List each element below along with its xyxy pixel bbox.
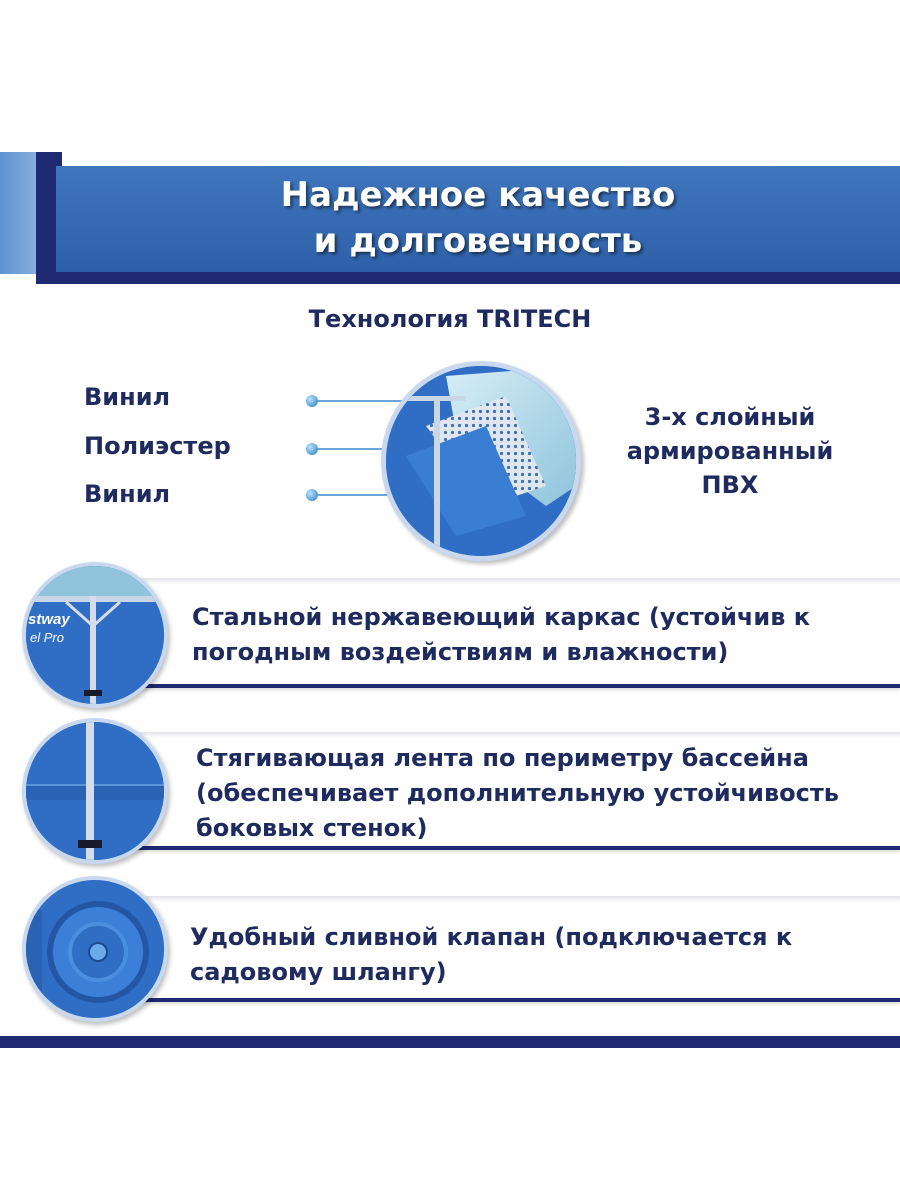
page-title: Надежное качество и долговечность <box>56 172 900 264</box>
belt-strap-image <box>26 722 164 860</box>
drain-valve-illustration <box>26 880 164 1018</box>
steel-frame-image: stway el Pro <box>26 566 164 704</box>
brand-text: stway <box>28 611 70 628</box>
feature-row-frame <box>60 902 900 1002</box>
feature-row-frame <box>60 738 900 850</box>
feature-text-steel-frame: Стальной нержавеющий каркас (устойчив к … <box>192 600 810 670</box>
feature-line: (обеспечивает дополнительную устойчивост… <box>196 779 839 807</box>
layer-label-vinyl-bottom: Винил <box>84 480 171 508</box>
layer-pointer-line <box>318 400 468 402</box>
drain-valve-image <box>26 880 164 1018</box>
banner-underline <box>36 272 900 284</box>
pvc-layers-illustration <box>386 366 576 556</box>
layer-marker-dot <box>306 395 318 407</box>
feature-line: боковых стенок) <box>196 814 428 842</box>
brand-subtext: el Pro <box>30 630 64 645</box>
feature-line: Стягивающая лента по периметру бассейна <box>196 744 809 772</box>
feature-line: погодным воздействиям и влажности) <box>192 638 729 666</box>
layer-pointer-line <box>318 494 438 496</box>
feature-row-frame <box>60 584 900 688</box>
feature-text-belt-strap: Стягивающая лента по периметру бассейна … <box>196 741 839 846</box>
pvc-line-3: ПВХ <box>701 471 759 499</box>
pvc-line-2: армированный <box>626 437 834 465</box>
belt-strap-illustration <box>26 722 164 860</box>
bottom-bar <box>0 1036 900 1048</box>
row-divider <box>60 732 900 738</box>
title-line-2: и долговечность <box>313 221 643 261</box>
row-divider <box>60 578 900 584</box>
layer-label-vinyl-top: Винил <box>84 383 171 411</box>
layer-marker-dot <box>306 489 318 501</box>
feature-line: садовому шлангу) <box>190 958 447 986</box>
tritech-heading: Технология TRITECH <box>308 305 592 333</box>
layer-marker-dot <box>306 443 318 455</box>
pvc-description: 3-х слойный армированный ПВХ <box>610 400 850 502</box>
banner <box>56 166 900 276</box>
feature-line: Стальной нержавеющий каркас (устойчив к <box>192 603 811 631</box>
row-divider <box>60 896 900 902</box>
title-line-1: Надежное качество <box>280 175 676 215</box>
feature-line: Удобный сливной клапан (подключается к <box>190 923 793 951</box>
steel-frame-illustration: stway el Pro <box>26 566 164 704</box>
layer-label-polyester: Полиэстер <box>84 432 231 460</box>
pvc-layers-image <box>386 366 576 556</box>
pvc-line-1: 3-х слойный <box>644 403 816 431</box>
feature-text-drain-valve: Удобный сливной клапан (подключается к с… <box>190 920 792 990</box>
